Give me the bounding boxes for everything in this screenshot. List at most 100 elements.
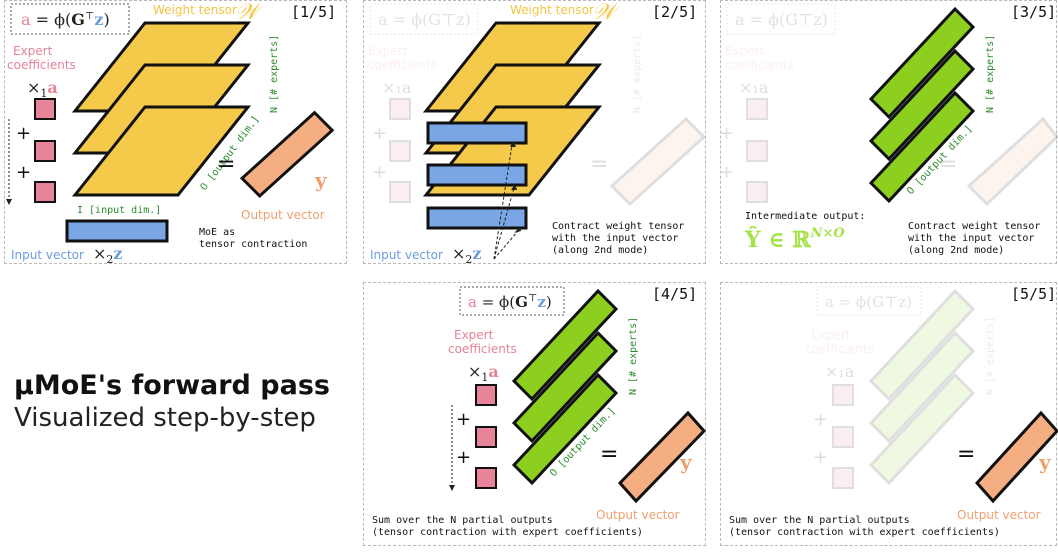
caption-line-1: Contract weight tensor [552, 221, 684, 232]
caption-line-2: (tensor contraction with expert coeffici… [729, 527, 1000, 538]
input-vector-bar [65, 219, 169, 243]
output-vector-label: Output vector [241, 208, 325, 222]
times1-label: ×1a [468, 362, 499, 384]
faded-context: a = ϕ(G⊤z) Expert coefficients ×₁a + + = [719, 3, 1058, 207]
svg-text:Expert: Expert [811, 328, 851, 342]
svg-text:+: + [721, 162, 734, 183]
caption-line-2: with the input vector [908, 233, 1034, 244]
panel-3-diagram: a = ϕ(G⊤z) Expert coefficients ×₁a + + =… [719, 3, 1058, 256]
caption-line-3: (along 2nd mode) [552, 245, 648, 256]
equals-sign: = [217, 152, 235, 177]
expert-coeff-box [475, 426, 497, 448]
weight-slab-3 [71, 105, 252, 197]
svg-text:+: + [372, 162, 387, 183]
plus-sign: + [456, 409, 471, 430]
caption-line-1: MoE as [199, 227, 235, 238]
output-vector-bar [617, 410, 707, 504]
plus-sign: + [16, 162, 31, 183]
step-label: [2/5] [652, 3, 697, 21]
expert-coeff-box [34, 181, 56, 203]
contraction-bar-2 [426, 163, 528, 187]
title-block: μMoE's forward pass Visualized step-by-s… [14, 370, 374, 433]
output-y-symbol: y [679, 450, 693, 474]
svg-text:N [# experts]: N [# experts] [632, 35, 643, 113]
caption-line-3: (along 2nd mode) [908, 245, 1004, 256]
svg-text:a = ϕ(G⊤z): a = ϕ(G⊤z) [735, 10, 828, 29]
panel-step-4: a = ϕ(G⊤z) [4/5] Expert coefficients ×1a… [363, 282, 707, 546]
svg-text:a = ϕ(G⊤z): a = ϕ(G⊤z) [825, 293, 912, 311]
input-vector-label: Input vector [11, 248, 84, 262]
intermediate-output-label: Intermediate output: [745, 211, 865, 222]
intermediate-formula: Ŷ ∈ ℝN×O [744, 226, 845, 253]
svg-text:=: = [939, 152, 957, 177]
arrow-head [511, 184, 517, 190]
plus-sign: + [16, 123, 31, 144]
partial-output-bar-3 [511, 372, 619, 486]
input-vector-label: Input vector [370, 248, 443, 262]
n-experts-label: N [# experts] [985, 35, 996, 113]
arrow-head [514, 227, 521, 233]
svg-text:N [# experts]: N [# experts] [985, 317, 996, 395]
svg-text:×₁a: ×₁a [382, 78, 412, 97]
svg-text:coefficients: coefficients [805, 342, 874, 356]
times2-label: ×2z [452, 244, 482, 265]
weight-tensor-label: Weight tensor [510, 3, 594, 17]
times1-label: ×1a [27, 78, 58, 100]
faded-context: a = ϕ(G⊤z) Expert coefficients ×₁a + + N… [805, 286, 996, 489]
partial-output-bar-2 [868, 48, 976, 162]
svg-text:+: + [813, 447, 828, 468]
caption-line-1: Sum over the N partial outputs [729, 515, 910, 526]
equals-sign: = [600, 442, 618, 467]
weight-symbol: 𝒲 [592, 1, 620, 25]
svg-text:Expert: Expert [368, 44, 408, 58]
step-label: [1/5] [291, 3, 336, 21]
partial-output-bar-3 [868, 90, 976, 204]
caption-line-1: Sum over the N partial outputs [372, 515, 553, 526]
svg-text:Expert: Expert [725, 44, 765, 58]
contraction-bar-3 [426, 206, 528, 230]
panel-step-2: a = ϕ(G⊤z) Expert coefficients ×₁a + + =… [363, 0, 707, 266]
output-vector-label: Output vector [957, 508, 1041, 522]
output-vector-bar [974, 410, 1058, 504]
expert-coeff-label-2: coefficients [448, 342, 517, 356]
formula-box [10, 3, 130, 35]
main-title: μMoE's forward pass [14, 370, 330, 401]
faded-context: a = ϕ(G⊤z) Expert coefficients ×₁a + + =… [368, 3, 707, 207]
n-experts-label: N [# experts] [628, 317, 639, 395]
output-vector-bar [239, 110, 335, 198]
svg-text:+: + [813, 409, 828, 430]
svg-text:×₁a: ×₁a [739, 78, 769, 97]
step-label: [3/5] [1011, 3, 1056, 21]
panel-step-1: a = ϕ(G⊤z) Weight tensor 𝒲 [1/5] Expert … [4, 0, 347, 266]
expert-coeff-label-1: Expert [13, 44, 53, 58]
panel-5-diagram: a = ϕ(G⊤z) Expert coefficients ×₁a + + N… [729, 285, 1058, 538]
svg-text:=: = [590, 152, 608, 177]
weight-symbol: 𝒲 [235, 1, 263, 25]
svg-text:coefficients: coefficients [725, 58, 794, 72]
caption-line-1: Contract weight tensor [908, 221, 1040, 232]
plus-sign: + [456, 447, 471, 468]
caption-line-2: tensor contraction [199, 239, 307, 250]
svg-text:×₁a: ×₁a [825, 362, 855, 381]
expert-coeff-box [475, 384, 497, 406]
contraction-arrows [493, 144, 519, 260]
svg-text:+: + [721, 123, 734, 144]
panel-1-diagram: a = ϕ(G⊤z) Weight tensor 𝒲 [1/5] Expert … [6, 0, 336, 266]
formula-text: a = ϕ(G⊤z) [21, 10, 110, 29]
step-label: [4/5] [652, 285, 697, 303]
contraction-bar-1 [426, 121, 528, 145]
weight-tensor-label: Weight tensor [153, 3, 237, 17]
output-y-symbol: y [314, 168, 328, 192]
expert-coeff-label-1: Expert [454, 328, 494, 342]
times2-label: ×2z [93, 244, 123, 265]
partial-output-bar-2 [511, 330, 619, 444]
output-y-symbol: y [1038, 450, 1052, 474]
sum-arrow-head [449, 485, 455, 491]
arrow-head [510, 141, 516, 147]
panel-4-diagram: a = ϕ(G⊤z) [4/5] Expert coefficients ×1a… [372, 285, 707, 538]
formula-box [459, 286, 565, 316]
output-vector-label: Output vector [596, 508, 680, 522]
panel-step-5: a = ϕ(G⊤z) Expert coefficients ×₁a + + N… [720, 282, 1058, 546]
i-input-dim-label: I [input dim.] [77, 205, 161, 216]
svg-text:coefficients: coefficients [368, 58, 437, 72]
